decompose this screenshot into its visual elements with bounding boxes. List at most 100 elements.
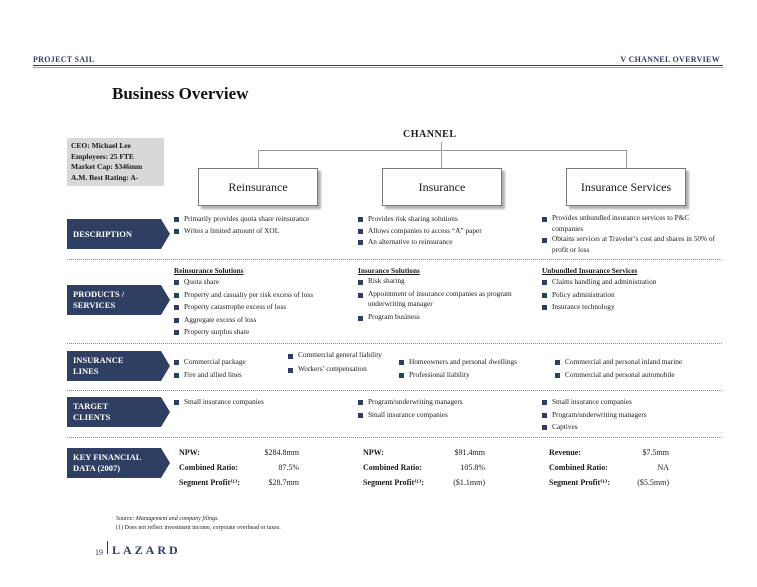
row-separator: [67, 390, 722, 391]
financial-value: 105.8%: [460, 463, 485, 472]
header-rule: [33, 65, 723, 66]
row-label: TARGET: [73, 401, 109, 411]
description-insurance-services: Provides unbundled insurance services to…: [542, 213, 720, 255]
page-divider: [107, 541, 108, 554]
row-label: DESCRIPTION: [73, 228, 133, 239]
list-item: Claims handling and administration: [542, 276, 720, 289]
row-label: DATA (2007): [73, 463, 121, 473]
financial-key: Segment Profit⁽¹⁾:: [179, 478, 240, 487]
list-item: Professional liability: [399, 369, 549, 382]
row-arrow: [161, 219, 170, 249]
financial-key: NPW:: [179, 448, 200, 457]
list-item: Property and casualty per risk excess of…: [174, 289, 354, 302]
section-label: V CHANNEL OVERVIEW: [620, 55, 720, 64]
description-label: DESCRIPTION: [67, 219, 161, 249]
connector-line: [258, 150, 259, 168]
financial-key: Segment Profit⁽¹⁾:: [363, 478, 424, 487]
list-item: Insurance technology: [542, 301, 720, 314]
financial-row: Revenue:$7.5mm: [549, 445, 669, 460]
list-item: Commercial and personal automobile: [555, 369, 723, 382]
row-separator: [67, 343, 722, 344]
products-insurance: Insurance Solutions Risk sharing Appoint…: [358, 265, 528, 322]
row-label: LINES: [73, 366, 99, 376]
products-subtitle: Insurance Solutions: [358, 266, 420, 275]
financial-key: Combined Ratio:: [179, 463, 238, 472]
row-arrow: [161, 397, 170, 427]
project-name: PROJECT SAIL: [33, 55, 95, 64]
products-insurance-services: Unbundled Insurance Services Claims hand…: [542, 265, 720, 314]
list-item: An alternative to reinsurance: [358, 236, 528, 248]
rating-line: A.M. Best Rating: A-: [71, 172, 139, 182]
list-item: Risk sharing: [358, 276, 528, 287]
row-arrow: [161, 351, 170, 381]
list-item: Obtains services at Traveler’s cost and …: [542, 234, 720, 255]
lazard-logo: LAZARD: [112, 543, 181, 557]
financial-row: Combined Ratio:105.8%: [363, 460, 485, 475]
financial-insurance-services: Revenue:$7.5mm Combined Ratio: NA Segment…: [549, 445, 669, 490]
financial-row: NPW: $284.8mm: [179, 445, 299, 460]
row-separator: [67, 259, 722, 260]
list-item: Property catastrophe excess of loss: [174, 301, 354, 314]
list-item: Small insurance companies: [358, 409, 528, 422]
financial-value: ($1.1mm): [453, 478, 485, 487]
list-item: Policy administration: [542, 289, 720, 302]
row-separator: [67, 437, 722, 438]
ceo-info-box: CEO: Michael Lee Employees: 25 FTE Marke…: [67, 138, 164, 186]
financial-row: Segment Profit⁽¹⁾:$28.7mm: [179, 475, 299, 490]
list-item: Program/underwriting managers: [358, 396, 528, 409]
row-label: PRODUCTS /: [73, 289, 125, 299]
list-item: Provides risk sharing solutions: [358, 213, 528, 225]
financial-row: Segment Profit⁽¹⁾: ($1.1mm): [363, 475, 485, 490]
products-services-label: PRODUCTS /SERVICES: [67, 285, 161, 315]
list-item: Commercial and personal inland marine: [555, 356, 723, 369]
list-item: Provides unbundled insurance services to…: [542, 213, 720, 234]
list-item: Aggregate excess of loss: [174, 314, 354, 327]
list-item: Commercial package: [174, 356, 284, 369]
row-label: KEY FINANCIAL: [73, 452, 142, 462]
insurance-box: Insurance: [382, 168, 502, 206]
list-item: Fire and allied lines: [174, 369, 284, 382]
financial-value: NA: [657, 463, 669, 472]
clients-insurance: Program/underwriting managers Small insu…: [358, 396, 528, 421]
financial-insurance: NPW:$91.4mm Combined Ratio:105.8% Segmen…: [363, 445, 485, 490]
connector-line: [441, 150, 442, 168]
market-cap-line: Market Cap: $346mm: [71, 162, 143, 171]
ceo-line: CEO: Michael Lee: [71, 141, 131, 150]
products-reinsurance: Reinsurance Solutions Quota share Proper…: [174, 265, 354, 339]
insurance-services-box: Insurance Services: [566, 168, 686, 206]
description-insurance: Provides risk sharing solutions Allows c…: [358, 213, 528, 248]
financial-value: ($5.5mm): [637, 478, 669, 487]
products-subtitle: Reinsurance Solutions: [174, 266, 244, 275]
list-item: Property surplus share: [174, 326, 354, 339]
list-item: Captives: [542, 421, 720, 434]
connector-line: [626, 150, 627, 168]
lines-group-d: Commercial and personal inland marine Co…: [555, 356, 723, 381]
source-note: Source: Management and company filings.: [116, 516, 219, 522]
financial-key: NPW:: [363, 448, 384, 457]
list-item: Homeowners and personal dwellings: [399, 356, 549, 369]
clients-reinsurance: Small insurance companies: [174, 396, 354, 409]
financial-key: Revenue:: [549, 448, 581, 457]
list-item: Quota share: [174, 276, 354, 289]
channel-heading: CHANNEL: [403, 129, 457, 140]
list-item: Small insurance companies: [174, 396, 354, 409]
lines-group-a: Commercial package Fire and allied lines: [174, 356, 284, 381]
connector-line: [441, 142, 442, 150]
footnote: (1) Does not reflect investment income, …: [116, 525, 281, 531]
financial-value: $284.8mm: [264, 448, 299, 457]
row-arrow: [161, 285, 170, 315]
financial-row: NPW:$91.4mm: [363, 445, 485, 460]
financial-key: Combined Ratio:: [549, 463, 608, 472]
description-reinsurance: Primarily provides quota share reinsuran…: [174, 213, 354, 236]
clients-insurance-services: Small insurance companies Program/underw…: [542, 396, 720, 434]
row-label: CLIENTS: [73, 412, 111, 422]
financial-value: 87.5%: [278, 463, 299, 472]
financial-reinsurance: NPW: $284.8mm Combined Ratio: 87.5% Segmen…: [179, 445, 299, 490]
list-item: Commercial general liability: [288, 350, 388, 360]
row-label: SERVICES: [73, 300, 116, 310]
list-item: Small insurance companies: [542, 396, 720, 409]
financial-key: Segment Profit⁽¹⁾:: [549, 478, 610, 487]
